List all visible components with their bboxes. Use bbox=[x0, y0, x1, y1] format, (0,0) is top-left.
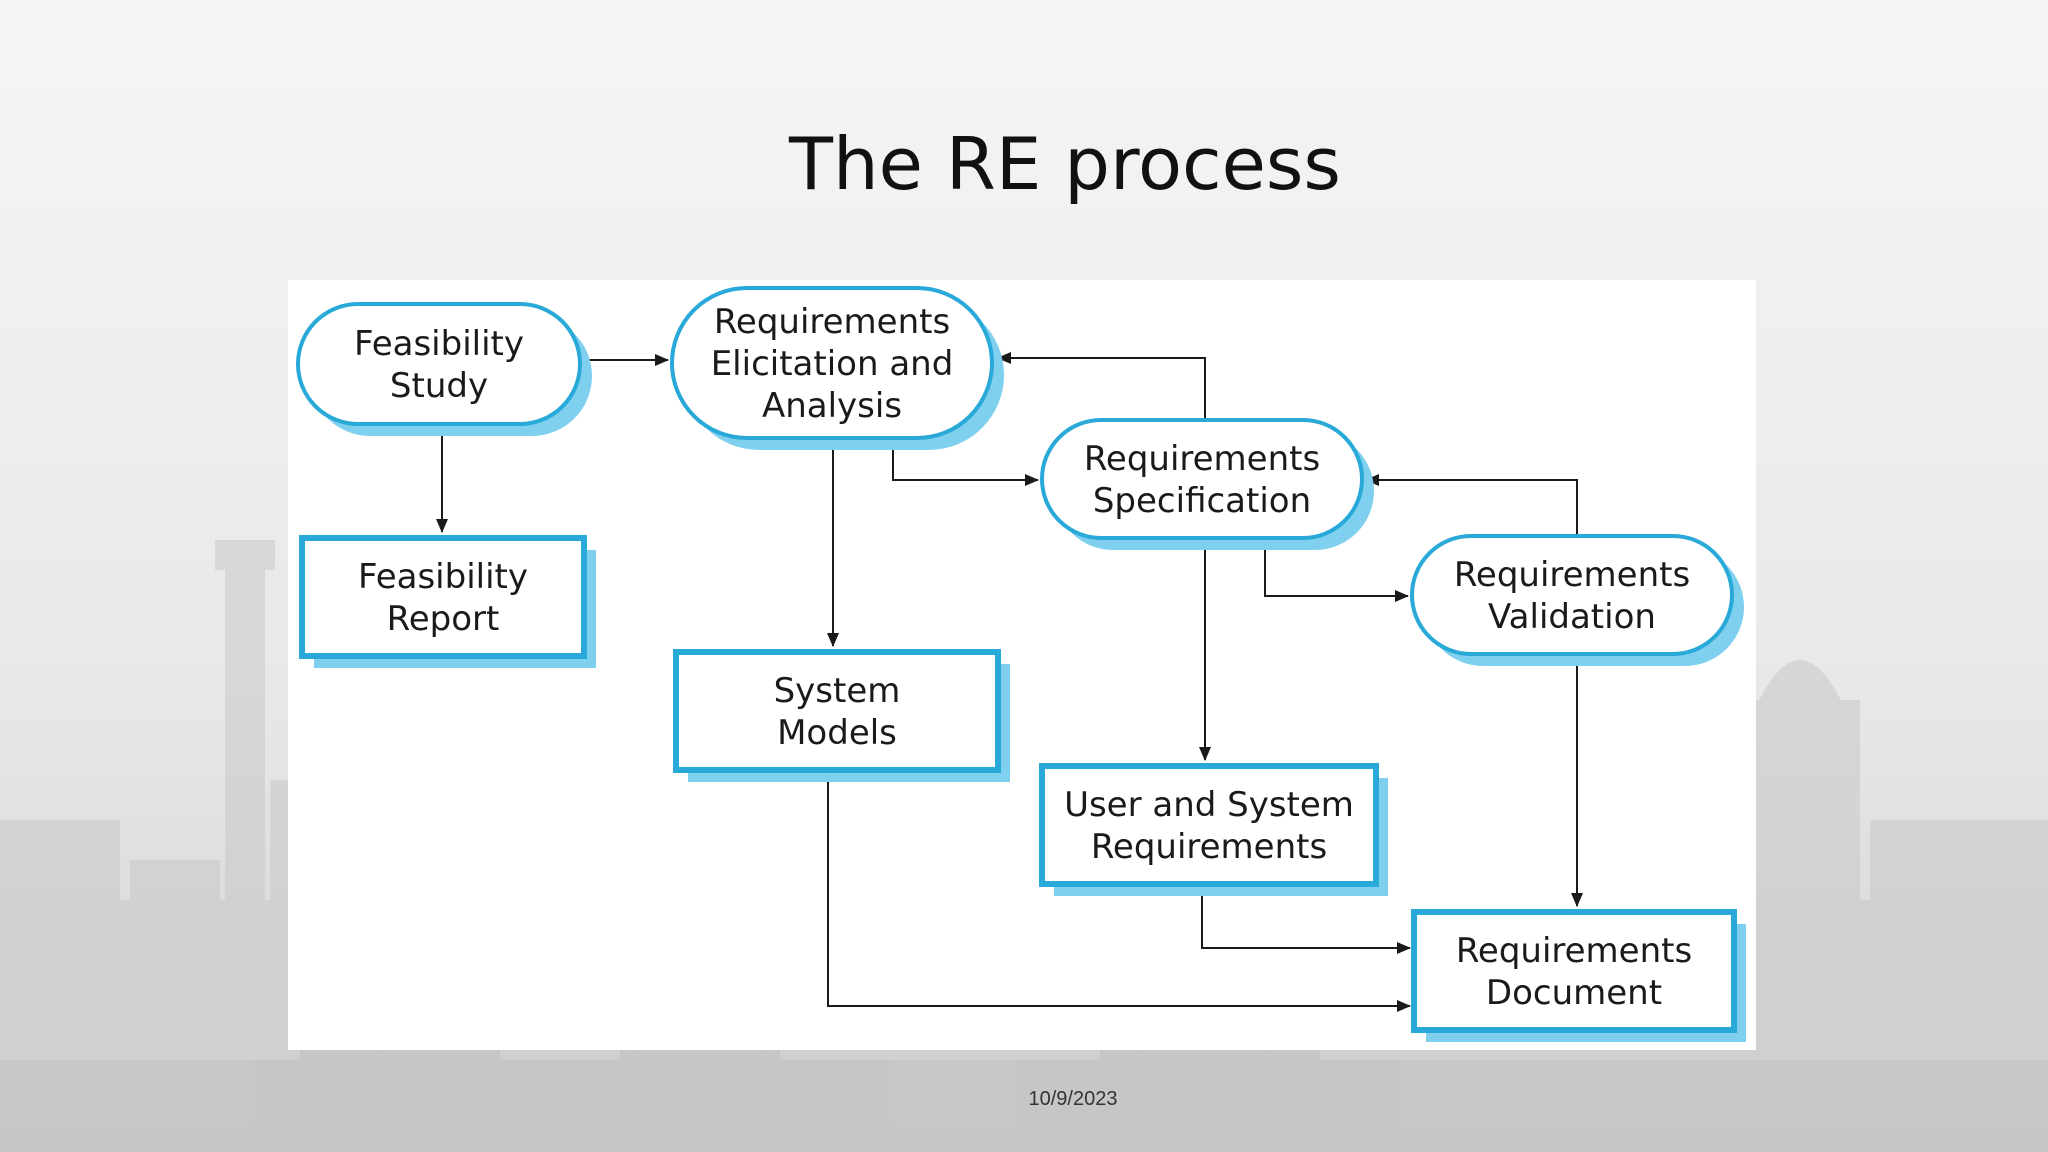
re-process-diagram: FeasibilityStudyFeasibilityReportRequire… bbox=[296, 286, 1746, 1042]
node-box bbox=[673, 649, 1001, 773]
node-box bbox=[296, 302, 582, 426]
node-label-line: Analysis bbox=[762, 386, 902, 426]
arrow-specification-to-validation bbox=[1264, 538, 1409, 602]
node-label-line: Requirements bbox=[1456, 931, 1692, 971]
node-box bbox=[1039, 763, 1379, 887]
node-label-line: Feasibility bbox=[358, 557, 528, 597]
node-label-line: Document bbox=[1486, 973, 1662, 1013]
node-label-line: Specification bbox=[1093, 481, 1311, 521]
node-box bbox=[1040, 418, 1364, 540]
arrow-validation-to-specification bbox=[1365, 474, 1578, 536]
node-label-line: Elicitation and bbox=[711, 344, 954, 384]
node-box bbox=[670, 286, 994, 440]
node-label-line: Requirements bbox=[1454, 555, 1690, 595]
node-label-line: Requirements bbox=[714, 302, 950, 342]
footer-date: 10/9/2023 bbox=[1028, 1088, 1118, 1110]
arrow-system-models-to-req-document bbox=[827, 770, 1411, 1012]
arrow-user-system-req-to-req-document bbox=[1201, 884, 1411, 954]
node-label-line: Study bbox=[390, 366, 488, 406]
node-box bbox=[1411, 909, 1737, 1033]
arrow-elicitation-to-specification bbox=[892, 440, 1039, 486]
slide-title: The RE process bbox=[789, 122, 1341, 206]
node-label-line: Validation bbox=[1488, 597, 1656, 637]
node-label-line: User and System bbox=[1064, 785, 1354, 825]
node-label-line: Requirements bbox=[1084, 439, 1320, 479]
arrow-specification-to-elicitation bbox=[997, 352, 1206, 420]
node-label-line: Report bbox=[387, 599, 500, 639]
node-box bbox=[1410, 534, 1734, 656]
node-box bbox=[299, 535, 587, 659]
node-label-line: System bbox=[774, 671, 901, 711]
node-label-line: Requirements bbox=[1091, 827, 1327, 867]
node-label-line: Models bbox=[777, 713, 897, 753]
node-label-line: Feasibility bbox=[354, 324, 524, 364]
